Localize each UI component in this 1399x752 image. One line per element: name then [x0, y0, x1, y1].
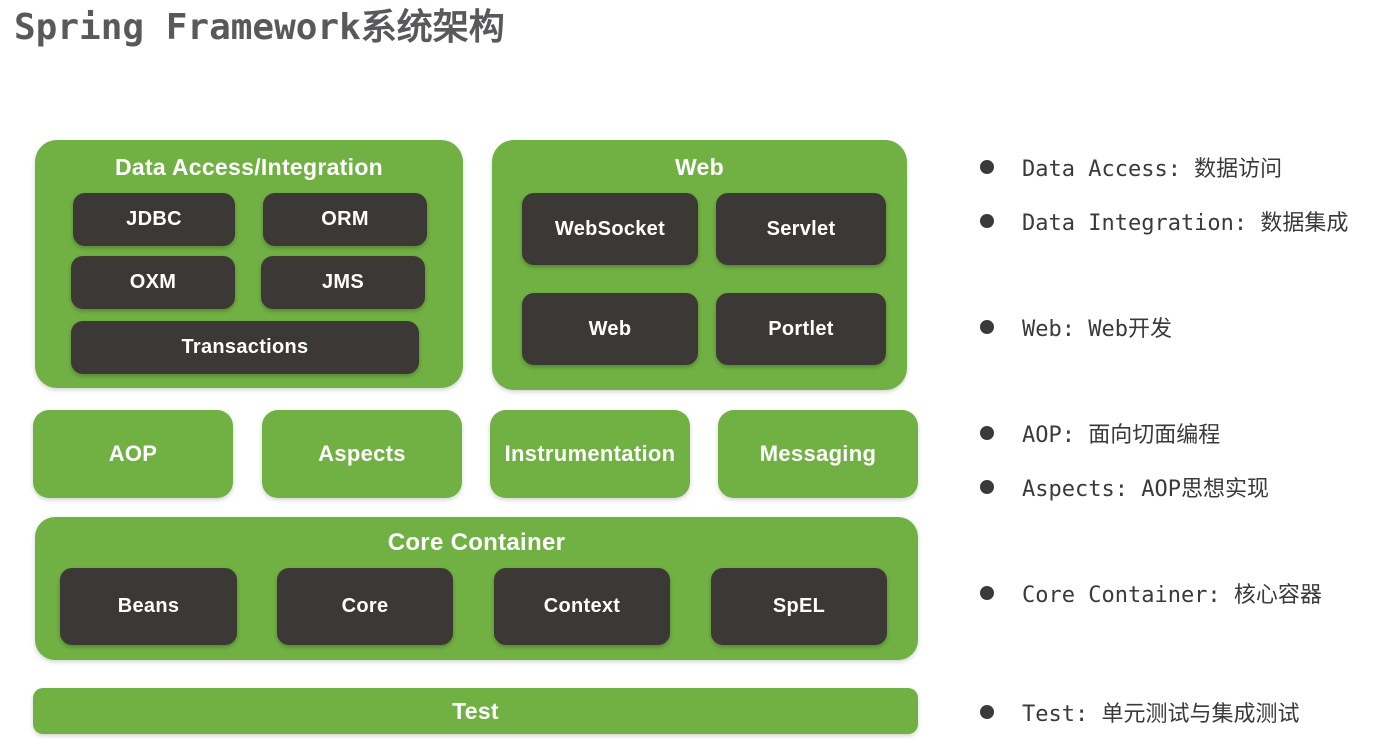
bullet-icon: [980, 480, 994, 494]
block-data-access-integration: Data Access/Integration JDBC ORM OXM JMS…: [35, 140, 463, 388]
bullet-icon: [980, 160, 994, 174]
bullet-icon: [980, 320, 994, 334]
legend-item-data-integration: Data Integration: 数据集成: [980, 205, 1348, 237]
legend-item-label: Aspects: AOP思想实现: [1022, 477, 1269, 502]
cell-jdbc: JDBC: [73, 193, 235, 246]
cell-beans: Beans: [60, 568, 237, 645]
box-aop: AOP: [33, 410, 233, 498]
legend-item-label: Data Access: 数据访问: [1022, 157, 1283, 182]
block-title-data-access-integration: Data Access/Integration: [114, 154, 384, 180]
bullet-icon: [980, 214, 994, 228]
cell-web: Web: [522, 293, 698, 365]
legend-item-aop: AOP: 面向切面编程: [980, 417, 1220, 449]
legend-item-label: Data Integration: 数据集成: [1022, 211, 1349, 236]
box-instrumentation: Instrumentation: [490, 410, 690, 498]
block-test: Test: [33, 688, 918, 734]
cell-orm: ORM: [263, 193, 427, 246]
bullet-icon: [980, 426, 994, 440]
legend-item-core-container: Core Container: 核心容器: [980, 577, 1322, 609]
cell-transactions: Transactions: [71, 321, 419, 374]
box-aspects: Aspects: [262, 410, 462, 498]
cell-core: Core: [277, 568, 453, 645]
legend-item-test: Test: 单元测试与集成测试: [980, 696, 1299, 728]
cell-servlet: Servlet: [716, 193, 886, 265]
legend-item-label: Core Container: 核心容器: [1022, 583, 1322, 608]
bullet-icon: [980, 705, 994, 719]
cell-websocket: WebSocket: [522, 193, 698, 265]
legend-item-label: Test: 单元测试与集成测试: [1022, 702, 1300, 727]
page-title: Spring Framework系统架构: [14, 7, 505, 48]
legend-item-label: AOP: 面向切面编程: [1022, 423, 1221, 448]
cell-portlet: Portlet: [716, 293, 886, 365]
cell-spel: SpEL: [711, 568, 887, 645]
cell-context: Context: [494, 568, 670, 645]
block-web: Web WebSocket Servlet Web Portlet: [492, 140, 907, 390]
legend-item-aspects: Aspects: AOP思想实现: [980, 471, 1269, 503]
bullet-icon: [980, 586, 994, 600]
block-core-container: Core Container Beans Core Context SpEL: [35, 517, 918, 660]
legend-item-web: Web: Web开发: [980, 311, 1172, 343]
legend-item-data-access: Data Access: 数据访问: [980, 151, 1282, 183]
legend-item-label: Web: Web开发: [1022, 317, 1172, 342]
cell-jms: JMS: [261, 256, 425, 309]
block-title-core-container: Core Container: [387, 529, 566, 556]
cell-oxm: OXM: [71, 256, 235, 309]
box-messaging: Messaging: [718, 410, 918, 498]
block-title-web: Web: [674, 154, 725, 180]
